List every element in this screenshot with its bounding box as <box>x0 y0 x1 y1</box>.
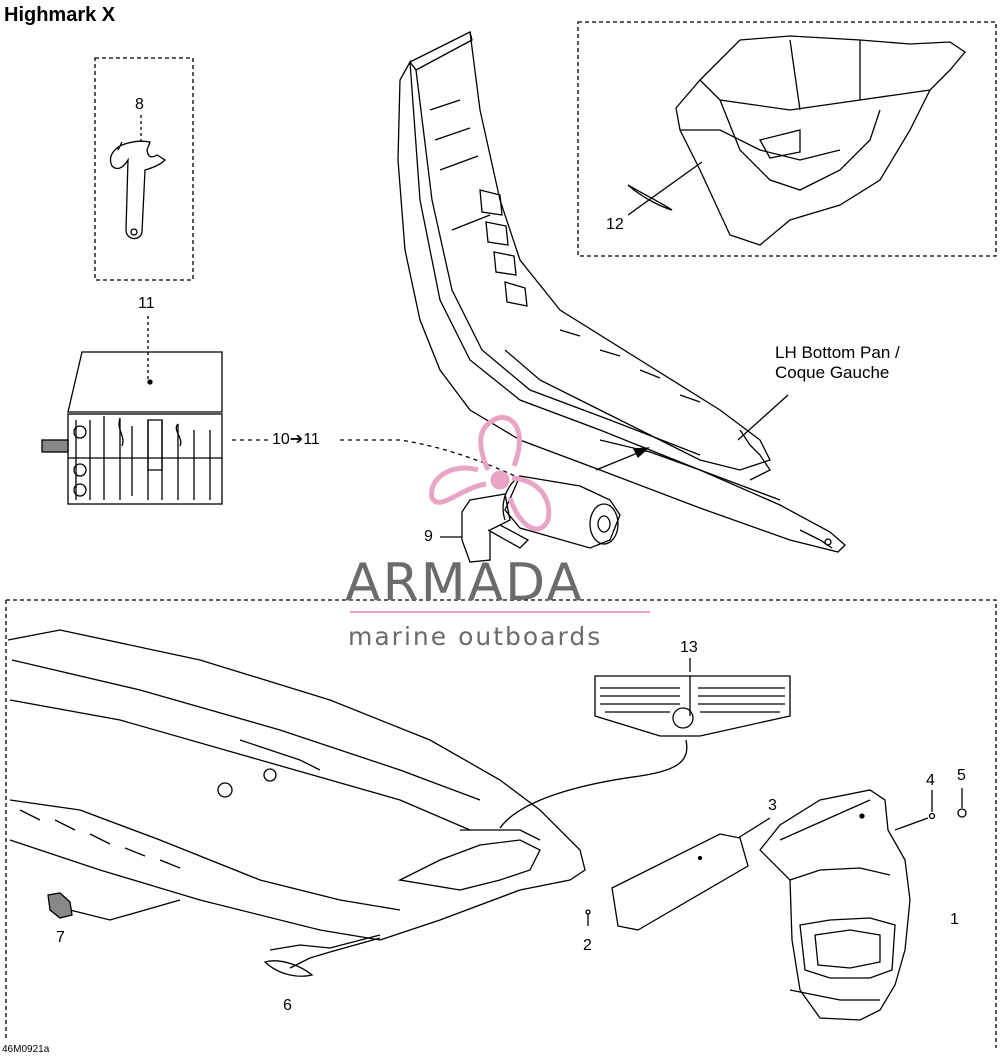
callout-7: 7 <box>56 929 65 946</box>
callout-6: 6 <box>283 997 292 1014</box>
callout-4: 4 <box>926 772 935 789</box>
callout-12: 12 <box>606 216 624 233</box>
pad-6-icon <box>263 960 314 977</box>
washer-4-icon <box>928 812 936 820</box>
callout-10-11: 10➔11 <box>272 431 320 448</box>
lh-bottom-pan-icon <box>397 31 846 553</box>
frame-wrench <box>94 57 194 281</box>
frame-rear-section <box>6 599 997 1048</box>
warning-decal-icon <box>594 675 791 737</box>
callout-3: 3 <box>768 797 777 814</box>
callout-8: 8 <box>135 96 144 113</box>
lh-bottom-pan-label: LH Bottom Pan / Coque Gauche <box>775 343 900 383</box>
lh-bottom-pan-label-line1: LH Bottom Pan / <box>775 343 900 362</box>
callout-11: 11 <box>138 295 155 312</box>
rear-tunnel-icon <box>7 629 586 941</box>
snow-flap-icon <box>759 789 911 1021</box>
watermark-subtitle: marine outboards <box>348 622 603 651</box>
drawing-code: 46M0921a <box>2 1044 50 1055</box>
callout-5: 5 <box>957 767 966 784</box>
nut-5-icon <box>957 808 967 818</box>
callout-1: 1 <box>950 911 959 928</box>
page-title: Highmark X <box>4 4 116 26</box>
frame-inset-pan <box>577 21 997 257</box>
bottom-pan-inset-icon <box>675 35 966 246</box>
callout-13: 13 <box>680 639 698 656</box>
callout-2: 2 <box>583 937 592 954</box>
wrench-icon <box>109 140 167 240</box>
plate-3-icon <box>611 833 749 931</box>
watermark-brand: ARMADA <box>345 553 584 613</box>
lh-bottom-pan-label-line2: Coque Gauche <box>775 363 890 382</box>
watermark-propeller-icon <box>429 414 552 532</box>
callout-9: 9 <box>424 528 433 545</box>
tool-kit-bag-icon <box>41 351 223 505</box>
